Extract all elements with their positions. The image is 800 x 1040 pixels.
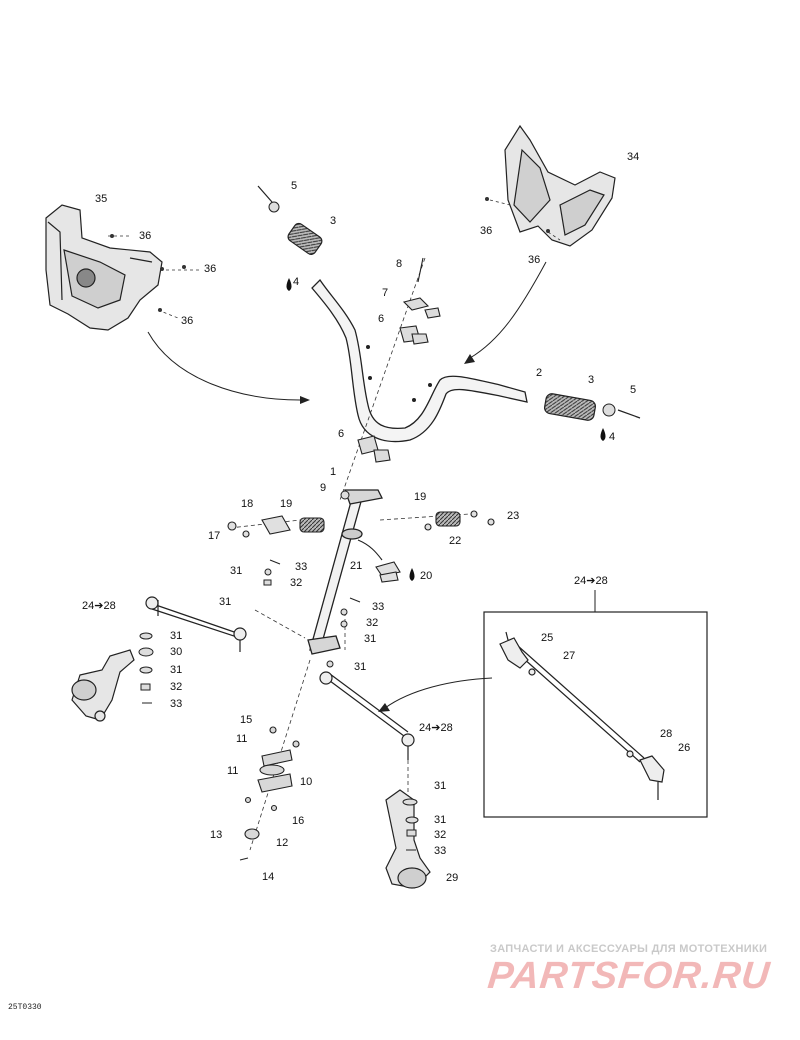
callout-31: 31 [170, 664, 183, 676]
spindle-left [71, 649, 135, 722]
callout-4: 4 [293, 276, 300, 288]
assembly-arrows [147, 261, 547, 709]
callout-32: 32 [434, 829, 447, 841]
callout-16: 16 [292, 815, 305, 827]
callout-33: 33 [295, 561, 308, 573]
callout-3: 3 [588, 374, 595, 386]
callout-14: 14 [262, 871, 275, 883]
handlebar [311, 278, 528, 443]
cover-screws [110, 197, 550, 312]
screw-lines-covers [108, 199, 561, 319]
callout-23: 23 [507, 510, 520, 522]
lubricant-drops [286, 278, 606, 581]
callout-30: 30 [170, 646, 183, 658]
watermark-subtitle: ЗАПЧАСТИ И АКСЕССУАРЫ ДЛЯ МОТОТЕХНИКИ [490, 943, 768, 955]
callout-36: 36 [528, 254, 541, 266]
callout-31: 31 [434, 814, 447, 826]
callout-12: 12 [276, 837, 289, 849]
handlebar-grip-right [543, 393, 597, 421]
callout-4: 4 [609, 431, 616, 443]
handlebar-clamps [357, 257, 441, 463]
callout-20: 20 [420, 570, 433, 582]
bar-end-weights [257, 185, 641, 419]
right-spindle-fasteners [402, 798, 419, 851]
callout-6: 6 [338, 428, 345, 440]
callout-31: 31 [364, 633, 377, 645]
callout-33: 33 [434, 845, 447, 857]
tie-rod-left [145, 596, 247, 652]
callout-36: 36 [204, 263, 217, 275]
callout-33: 33 [170, 698, 183, 710]
callout-27: 27 [563, 650, 576, 662]
callout-31: 31 [354, 661, 367, 673]
callout-31: 31 [230, 565, 243, 577]
callout-32: 32 [170, 681, 183, 693]
callout-21: 21 [350, 560, 363, 572]
callout-25: 25 [541, 632, 554, 644]
callout-8: 8 [396, 258, 403, 270]
callout-36: 36 [181, 315, 194, 327]
callout-2: 2 [536, 367, 543, 379]
handlebar-grip-left [287, 222, 323, 255]
callout-22: 22 [449, 535, 462, 547]
callout-18: 18 [241, 498, 254, 510]
handlebar-cover-right [504, 124, 616, 247]
callout-11: 11 [227, 765, 239, 777]
handlebar-cover-left [45, 204, 163, 331]
watermark-logo: PARTSFOR.RU [485, 955, 773, 997]
callout-29: 29 [446, 872, 459, 884]
callout-32: 32 [366, 617, 379, 629]
callout-31: 31 [170, 630, 183, 642]
callout-33: 33 [372, 601, 385, 613]
callout-5: 5 [291, 180, 298, 192]
callout-24-28: 24➔28 [574, 575, 608, 587]
callout-19: 19 [414, 491, 427, 503]
column-bearing-hardware [239, 726, 300, 861]
spindle-right [385, 789, 431, 889]
tie-rod-right [319, 671, 415, 760]
callout-34: 34 [627, 151, 640, 163]
callout-28: 28 [660, 728, 673, 740]
callout-3: 3 [330, 215, 337, 227]
callout-17: 17 [208, 530, 221, 542]
callout-26: 26 [678, 742, 691, 754]
callout-24-28: 24➔28 [419, 722, 453, 734]
callout-7: 7 [382, 287, 389, 299]
steering-column [307, 489, 383, 655]
callout-32: 32 [290, 577, 303, 589]
drawing-code: 25T0330 [8, 1003, 42, 1012]
callout-31: 31 [219, 596, 232, 608]
callout-5: 5 [630, 384, 637, 396]
callout-31: 31 [434, 780, 447, 792]
arrow-heads [300, 354, 475, 712]
callout-36: 36 [480, 225, 493, 237]
callout-10: 10 [300, 776, 313, 788]
nut-9 [340, 490, 350, 500]
callout-36: 36 [139, 230, 152, 242]
callout-24-28: 24➔28 [82, 600, 116, 612]
callout-11: 11 [236, 733, 248, 745]
callout-19: 19 [280, 498, 293, 510]
callout-6: 6 [378, 313, 385, 325]
handlebar-screws [366, 345, 432, 402]
column-fasteners [263, 559, 361, 668]
callout-9: 9 [320, 482, 327, 494]
callout-35: 35 [95, 193, 108, 205]
callout-1: 1 [330, 466, 337, 478]
callout-15: 15 [240, 714, 253, 726]
upper-brackets [227, 510, 495, 583]
callout-13: 13 [210, 829, 223, 841]
left-spindle-fasteners [138, 632, 154, 704]
tie-rod-detail-box [483, 590, 708, 818]
